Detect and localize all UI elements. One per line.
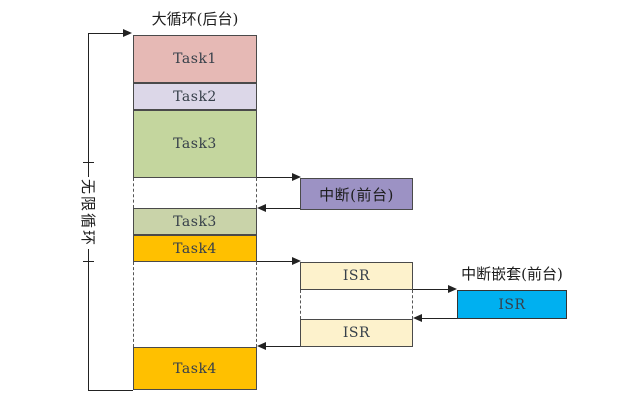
infinite-loop-label: 无限循环 xyxy=(79,177,98,249)
isr-block-1: ISR xyxy=(300,262,413,290)
call-arrowhead-isr-icon xyxy=(292,257,301,265)
return-line-interrupt-to-task3 xyxy=(265,208,300,209)
task2-block: Task2 xyxy=(133,83,257,110)
interrupt-foreground-block: 中断(前台) xyxy=(300,178,413,210)
return-line-nested-to-isr xyxy=(421,318,457,319)
loop-top-line xyxy=(88,33,124,34)
return-arrowhead-task3-icon xyxy=(257,204,266,212)
loop-entry-arrowhead-icon xyxy=(123,29,132,37)
nested-isr-block: ISR xyxy=(457,290,567,319)
call-line-task4-to-isr xyxy=(257,261,293,262)
return-arrowhead-isr-icon xyxy=(413,314,422,322)
main-column-preempt-gap-2 xyxy=(133,262,257,347)
big-loop-title: 大循环(后台) xyxy=(151,10,239,28)
task3-resume-block: Task3 xyxy=(133,208,257,235)
main-column-preempt-gap-1 xyxy=(133,178,257,208)
task3-block: Task3 xyxy=(133,110,257,178)
isr-column-preempt-gap xyxy=(300,290,413,319)
call-line-task3-to-interrupt xyxy=(257,177,293,178)
loop-bottom-line xyxy=(88,390,133,391)
call-line-isr-to-nested xyxy=(413,289,449,290)
loop-tick-bottom xyxy=(83,261,94,262)
task4-block: Task4 xyxy=(133,235,257,262)
return-arrowhead-task4-icon xyxy=(257,342,266,350)
call-arrowhead-nested-icon xyxy=(448,285,457,293)
task4-resume-block: Task4 xyxy=(133,347,257,390)
loop-tick-top xyxy=(83,162,94,163)
call-arrowhead-interrupt-icon xyxy=(292,173,301,181)
return-line-isr-to-task4 xyxy=(265,346,300,347)
task1-block: Task1 xyxy=(133,35,257,83)
isr-block-2: ISR xyxy=(300,319,413,347)
nested-interrupt-title: 中断嵌套(前台) xyxy=(461,265,563,283)
